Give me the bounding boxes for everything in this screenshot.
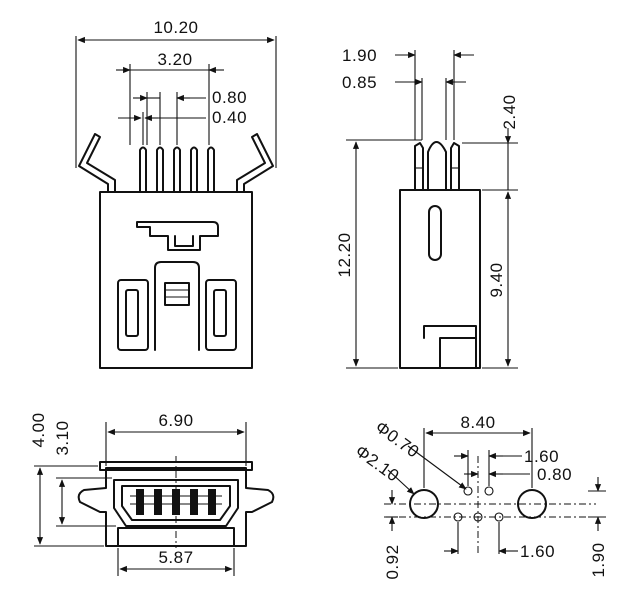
front-center-channel <box>154 261 200 351</box>
pcb-layout: 8.40 1.60 0.80 1.60 0.92 1.90 Φ0.70 Φ2.1… <box>352 413 608 580</box>
side-pin-right <box>450 142 460 191</box>
dim-overall-height: 12.20 <box>335 232 354 277</box>
side-pin-left <box>414 142 424 191</box>
dim-overall-width: 10.20 <box>153 18 198 37</box>
dim-width-outer: 6.90 <box>158 411 193 430</box>
front-t-opening <box>136 221 219 251</box>
dim-height-inner: 3.10 <box>53 420 72 455</box>
front-left-window <box>117 279 149 351</box>
dim-pin-width: 0.40 <box>212 108 247 127</box>
dim-body-height: 9.40 <box>487 262 506 297</box>
end-opening <box>113 479 239 527</box>
end-shell-outline <box>77 467 275 547</box>
dim-offset-x-b: 1.60 <box>520 542 555 561</box>
dim-height-outer: 4.00 <box>29 412 48 447</box>
dim-offset-b: 0.85 <box>342 73 377 92</box>
side-tab-ledge <box>423 325 477 339</box>
front-view: 10.20 3.20 0.80 0.40 <box>75 18 277 369</box>
front-right-leg <box>236 133 274 193</box>
front-pins <box>139 146 215 193</box>
side-bottom-tab <box>439 337 477 369</box>
dim-offset-y-b: 1.90 <box>589 542 608 577</box>
front-center-block <box>164 282 190 306</box>
side-view: 12.20 9.40 2.40 1.90 0.85 <box>335 46 519 369</box>
dim-pin-span: 3.20 <box>157 50 192 69</box>
side-slot <box>428 205 442 261</box>
end-opening-inner <box>121 485 231 521</box>
end-bottom-step <box>117 527 235 547</box>
front-left-slot <box>125 289 139 337</box>
dim-offset-y-a: 0.92 <box>383 544 402 579</box>
side-contact-fork <box>427 141 447 191</box>
dim-pin-pitch: 0.80 <box>212 88 247 107</box>
dim-pin-tip-height: 2.40 <box>500 94 519 129</box>
dim-row-pitch-a: 1.60 <box>524 447 559 466</box>
dim-hole-spacing: 8.40 <box>460 413 495 432</box>
dim-width-inner: 5.87 <box>158 548 193 567</box>
dim-row-pitch-b: 0.80 <box>537 465 572 484</box>
front-t-inner <box>174 235 194 247</box>
end-view: 6.90 5.87 4.00 3.10 <box>29 411 275 576</box>
dim-offset-a: 1.90 <box>342 46 377 65</box>
front-right-window <box>205 279 237 351</box>
front-right-slot <box>213 289 227 337</box>
front-left-leg <box>78 133 116 193</box>
